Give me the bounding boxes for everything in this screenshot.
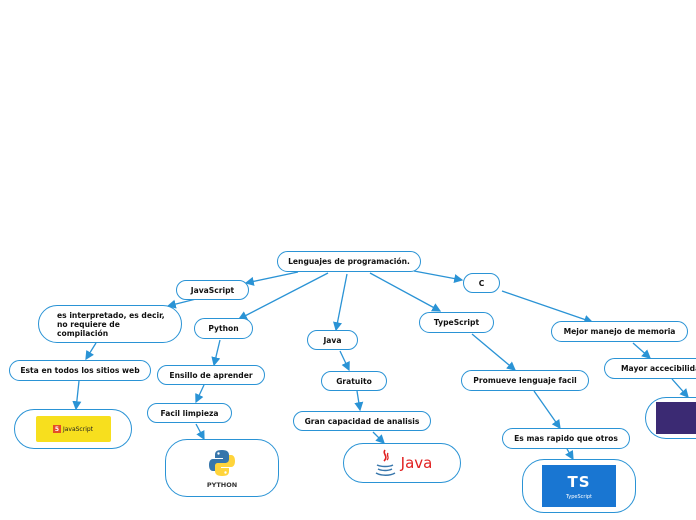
- typescript-logo-small: TypeScript: [566, 493, 592, 500]
- javascript-node-label: JavaScript: [190, 285, 235, 295]
- connector-analysis-logo: [372, 431, 385, 444]
- root-node[interactable]: Lenguajes de programación.: [277, 251, 421, 272]
- connector-javascript-desc: [166, 298, 197, 309]
- javascript-logo-text: JavaScript: [62, 425, 94, 433]
- connector-memory-access: [632, 342, 651, 359]
- js-description-label: es interpretado, es decir, no requiere d…: [57, 310, 165, 338]
- connector-typescript-promote: [471, 333, 516, 371]
- connector-c-memory: [501, 290, 594, 324]
- connector-python-easy: [211, 339, 221, 367]
- py-easy-label: Ensillo de aprender: [169, 370, 253, 380]
- connector-root-java: [333, 273, 348, 332]
- typescript-node[interactable]: TypeScript: [419, 312, 494, 333]
- connector-root-javascript: [244, 271, 299, 286]
- connector-access-logo: [671, 378, 689, 398]
- py-easy-node[interactable]: Ensillo de aprender: [157, 365, 265, 385]
- c-node[interactable]: C: [463, 273, 500, 293]
- connector-promote-fast: [533, 390, 561, 430]
- python-node-label: Python: [208, 324, 239, 333]
- c-node-label: C: [478, 278, 485, 288]
- ts-promote-label: Promueve lenguaje facil: [473, 376, 577, 385]
- connector-clean-logo: [195, 423, 205, 441]
- js-description-node[interactable]: es interpretado, es decir, no requiere d…: [38, 305, 182, 343]
- typescript-node-label: TypeScript: [433, 318, 480, 327]
- java-logo-node[interactable]: Java: [343, 443, 461, 483]
- py-clean-label: Facil limpieza: [160, 408, 219, 418]
- c-logo-node[interactable]: [645, 397, 696, 439]
- c-memory-label: Mejor manejo de memoria: [563, 327, 676, 336]
- js-web-label: Esta en todos los sitios web: [20, 366, 140, 375]
- typescript-logo-node[interactable]: TS TypeScript: [522, 459, 636, 513]
- typescript-logo-big: TS: [567, 472, 591, 491]
- py-clean-node[interactable]: Facil limpieza: [147, 403, 232, 423]
- connector-free-analysis: [354, 390, 364, 412]
- connector-java-free: [339, 350, 350, 372]
- java-free-label: Gratuito: [336, 376, 372, 386]
- c-access-node[interactable]: Mayor accecibilidad: [604, 358, 696, 379]
- typescript-logo: TS TypeScript: [542, 465, 616, 507]
- connector-root-python: [237, 272, 329, 320]
- python-logo-node[interactable]: PYTHON: [165, 439, 279, 497]
- connector-root-typescript: [369, 272, 442, 312]
- python-logo-text: PYTHON: [206, 480, 238, 489]
- java-node[interactable]: Java: [307, 330, 358, 350]
- java-logo-text: Java: [400, 454, 433, 472]
- python-logo-icon: [209, 449, 235, 476]
- java-analysis-label: Gran capacidad de analisis: [304, 416, 420, 426]
- javascript-node[interactable]: JavaScript: [176, 280, 249, 300]
- ts-fast-node[interactable]: Es mas rapido que otros: [502, 428, 630, 449]
- connector-root-c: [413, 270, 464, 284]
- ts-promote-node[interactable]: Promueve lenguaje facil: [461, 370, 589, 391]
- c-memory-node[interactable]: Mejor manejo de memoria: [551, 321, 688, 342]
- root-node-label: Lenguajes de programación.: [288, 257, 410, 266]
- c-access-label: Mayor accecibilidad: [621, 364, 696, 373]
- java-cup-icon: [375, 449, 396, 476]
- js-web-node[interactable]: Esta en todos los sitios web: [9, 360, 151, 381]
- connector-web-logo: [72, 380, 82, 411]
- connector-fast-logo: [565, 448, 574, 461]
- javascript-logo: 5 JavaScript: [35, 416, 111, 442]
- connector-easy-clean: [195, 384, 205, 404]
- html5-badge-icon: 5: [52, 425, 61, 433]
- java-analysis-node[interactable]: Gran capacidad de analisis: [293, 411, 431, 431]
- javascript-logo-node[interactable]: 5 JavaScript: [14, 409, 132, 449]
- c-logo-image: [656, 402, 696, 434]
- ts-fast-label: Es mas rapido que otros: [514, 434, 618, 443]
- connector-desc-web: [85, 342, 97, 361]
- java-node-label: Java: [323, 335, 342, 345]
- java-free-node[interactable]: Gratuito: [321, 371, 387, 391]
- python-node[interactable]: Python: [194, 318, 253, 339]
